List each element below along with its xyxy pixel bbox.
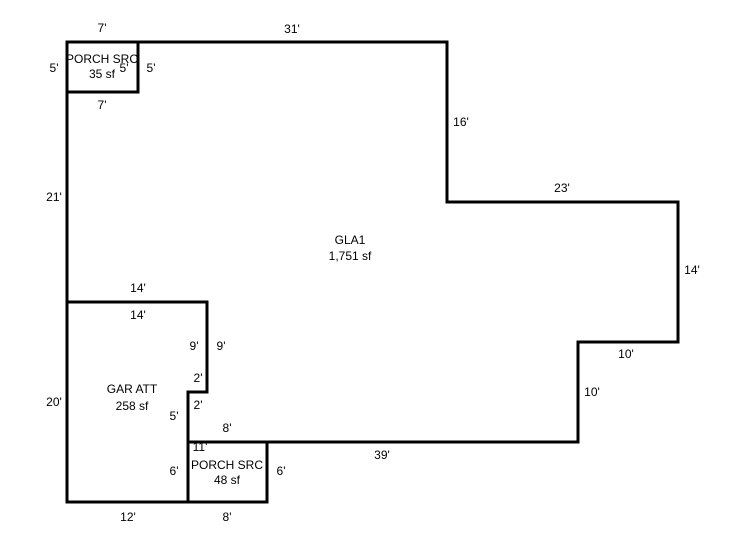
- dim-gla-step-top: 23': [554, 181, 570, 195]
- porch-top-name: PORCH SRC: [66, 52, 138, 66]
- dim-porch-top-inner-right: 5': [120, 61, 129, 75]
- garage-outline: [65, 300, 209, 504]
- dim-gla-top: 31': [284, 22, 300, 36]
- porch-bottom-area: 48 sf: [214, 473, 241, 487]
- porch-bottom-name: PORCH SRC: [191, 458, 263, 472]
- dim-porch-bottom-right: 6': [277, 464, 286, 478]
- dim-porch-bottom-bottom: 8': [223, 510, 232, 524]
- dim-porch-top-top: 7': [98, 21, 107, 35]
- dim-gla-right-upper: 16': [453, 115, 469, 129]
- dim-gla-left: 21': [46, 190, 62, 204]
- dim-gla-bottom: 39': [374, 448, 390, 462]
- dim-porch-top-bottom: 7': [98, 98, 107, 112]
- dim-garage-bottom: 12': [120, 510, 136, 524]
- gla1-outline: [65, 40, 680, 444]
- porch-top-outline: [65, 40, 140, 94]
- dim-gla-right-lower: 10': [584, 385, 600, 399]
- gla1-name: GLA1: [335, 233, 366, 247]
- dim-garage-top-inner: 14': [130, 308, 146, 322]
- dim-garage-right-inner: 9': [190, 339, 199, 353]
- dim-porch-bottom-left: 6': [170, 464, 179, 478]
- dim-gla-right: 14': [684, 263, 700, 277]
- dim-garage-right-outer: 9': [217, 339, 226, 353]
- dim-garage-jog-outer: 2': [194, 371, 203, 385]
- porch-top-area: 35 sf: [89, 67, 116, 81]
- dim-garage-left: 20': [46, 395, 62, 409]
- porch-bottom-outline: [186, 440, 269, 504]
- dim-porch-bottom-top: 8': [223, 421, 232, 435]
- dim-garage-notch: 5': [170, 409, 179, 423]
- dim-garage-top-outer: 14': [130, 281, 146, 295]
- dim-porch-bottom-inner-top: 11': [193, 440, 208, 454]
- dim-gla-step-bottom: 10': [618, 347, 634, 361]
- garage-name: GAR ATT: [107, 382, 158, 396]
- dim-porch-top-left: 5': [50, 61, 59, 75]
- garage-area: 258 sf: [116, 399, 149, 413]
- dim-garage-jog-inner: 2': [194, 398, 203, 412]
- gla1-area: 1,751 sf: [329, 249, 372, 263]
- dim-porch-top-right: 5': [147, 61, 156, 75]
